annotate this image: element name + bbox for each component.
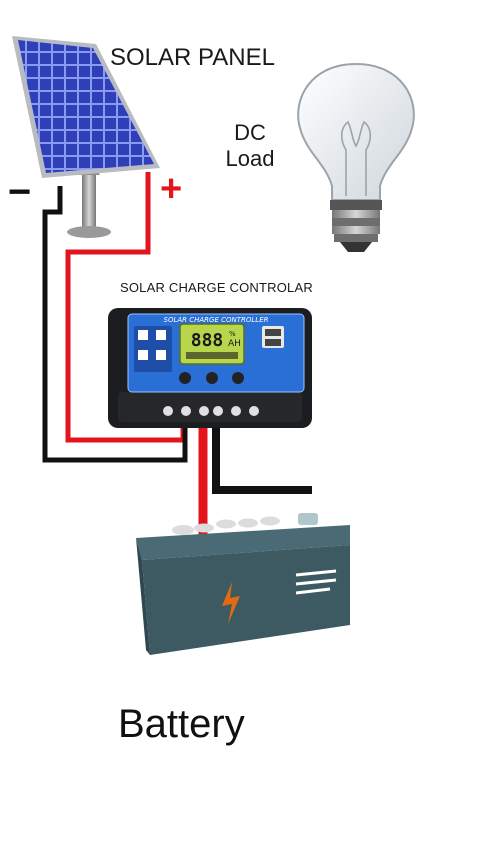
dc-load-label: DC Load	[222, 120, 278, 172]
dc-load-label-line2: Load	[225, 146, 275, 171]
panel-negative-wire	[42, 186, 188, 463]
solar-panel-icon	[12, 36, 160, 238]
battery-label: Battery	[118, 702, 245, 746]
light-bulb-icon	[297, 62, 415, 252]
lcd-unit-top: %	[229, 330, 236, 338]
solar-panel-label: SOLAR PANEL	[110, 44, 275, 71]
negative-terminal-sign: −	[8, 170, 32, 214]
dc-load-label-line1: DC	[234, 120, 266, 145]
charge-controller-icon: SOLAR CHARGE CONTROLLER 888 % AH	[108, 308, 312, 428]
wires	[42, 172, 312, 540]
battery-negative-wire	[212, 410, 312, 494]
lcd-digits: 888	[191, 330, 224, 351]
lcd-unit-bottom: AH	[228, 339, 241, 349]
controller-face-text: SOLAR CHARGE CONTROLLER	[164, 316, 269, 324]
battery-icon	[136, 513, 350, 655]
positive-terminal-sign: +	[160, 168, 183, 210]
charge-controller-label: SOLAR CHARGE CONTROLAR	[120, 280, 313, 295]
